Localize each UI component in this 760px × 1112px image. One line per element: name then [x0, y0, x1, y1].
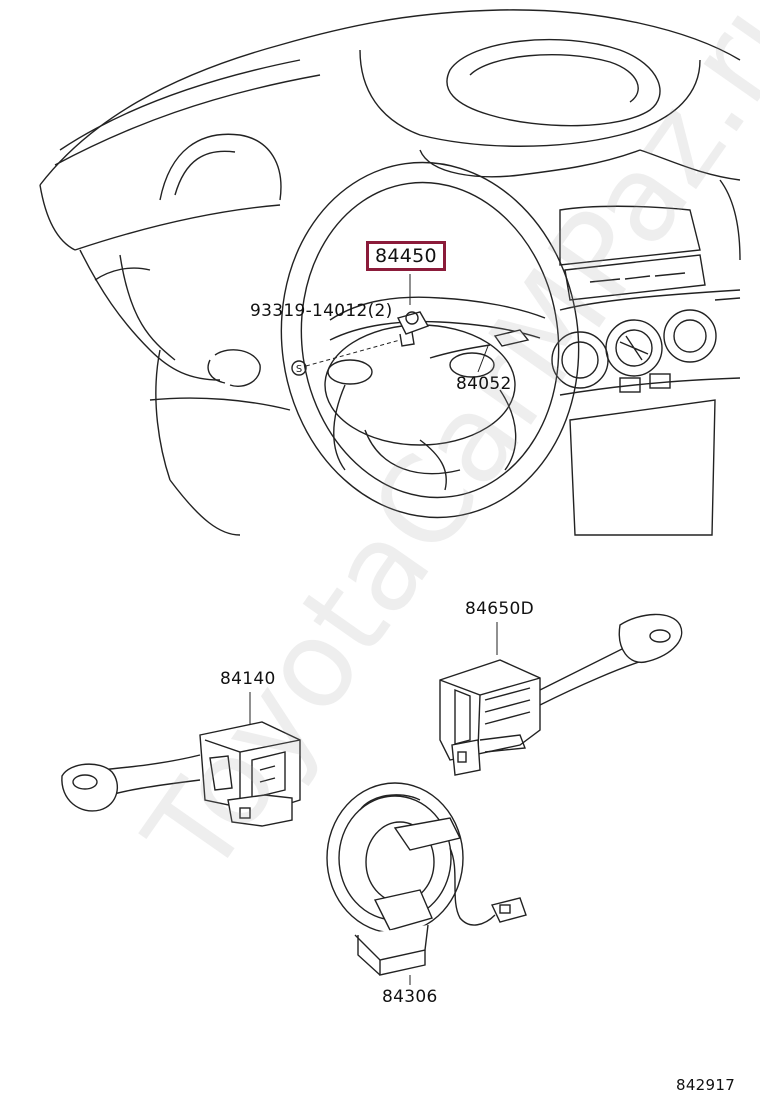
screw-marker: S [291, 339, 401, 376]
part-label-84140[interactable]: 84140 [220, 669, 276, 689]
dashboard-outline [39, 9, 741, 536]
part-84650D-graphic [439, 613, 683, 776]
diagram-number: 842917 [676, 1076, 736, 1094]
part-label-84052[interactable]: 84052 [456, 374, 512, 394]
part-label-84650D[interactable]: 84650D [465, 599, 534, 619]
part-label-93319-14012[interactable]: 93319-14012(2) [250, 301, 393, 321]
part-84052-graphic [429, 329, 530, 373]
part-label-84450[interactable]: 84450 [366, 241, 446, 271]
part-label-84306[interactable]: 84306 [382, 987, 438, 1007]
steering-wheel [280, 161, 580, 519]
part-84450-graphic [396, 274, 430, 347]
climate-control-knobs [551, 309, 717, 393]
svg-text:S: S [296, 364, 302, 375]
part-84306-graphic [326, 782, 527, 985]
part-84140-graphic [61, 692, 301, 827]
